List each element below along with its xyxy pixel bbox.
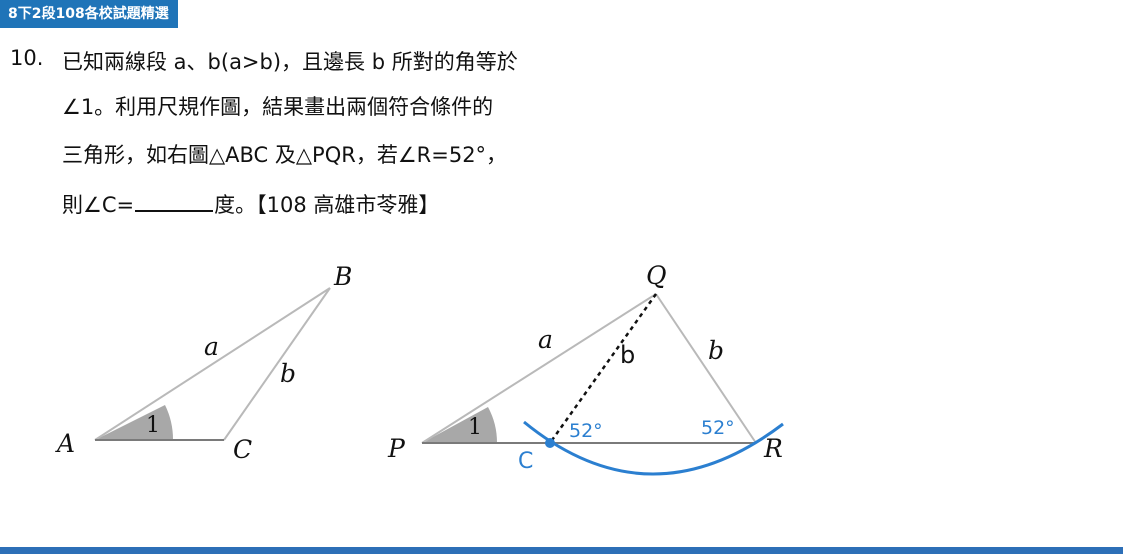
side-label-b: b [280,359,296,388]
compass-arc [523,420,784,476]
vertex-label-q: Q [646,261,667,290]
question-line-2: ∠1。利用尺規作圖，結果畫出兩個符合條件的 [62,95,494,119]
triangle-abc: A B C a b 1 [55,262,352,464]
vertex-label-b: B [333,262,352,291]
angle-label-1-abc: 1 [146,413,160,438]
answer-blank[interactable] [135,188,214,212]
point-c-dot [545,438,555,448]
bottom-accent-bar [0,547,1123,554]
side-label-b-qr: b [708,336,724,365]
side-qr [655,293,757,444]
vertex-label-a: A [55,429,75,458]
question-line-4: 則∠C= 度。【108 高雄市苓雅】 [62,188,439,220]
question-line-1: 已知兩線段 a、b(a>b)，且邊長 b 所對的角等於 [62,50,518,74]
side-pq [421,293,657,444]
vertex-label-c: C [233,435,252,464]
dashed-label-b: b [620,341,635,369]
question-line-4-after: 度。【108 高雄市苓雅】 [214,193,440,217]
side-label-a-pq: a [538,325,553,354]
dashed-segment-qc [548,293,658,444]
side-label-a: a [204,332,219,361]
vertex-label-p: P [387,434,406,463]
side-ab [94,287,331,441]
section-tag: 8下2段108各校試題精選 [0,0,178,28]
angle-label-1-pqr: 1 [468,415,482,440]
triangle-pqr: P Q R a b b 1 C 52° 52° [387,261,784,476]
angle-1-sector-abc [95,405,174,440]
question-number: 10. [10,46,44,70]
point-label-c: C [518,449,533,474]
side-bc [223,287,331,441]
angle-value-c: 52° [569,420,603,442]
angle-value-r: 52° [701,417,735,439]
vertex-label-r: R [763,434,783,463]
angle-1-sector-pqr [422,407,498,443]
question-line-4-before: 則∠C= [62,193,135,217]
question-line-3: 三角形，如右圖△ABC 及△PQR，若∠R=52°， [62,143,508,167]
